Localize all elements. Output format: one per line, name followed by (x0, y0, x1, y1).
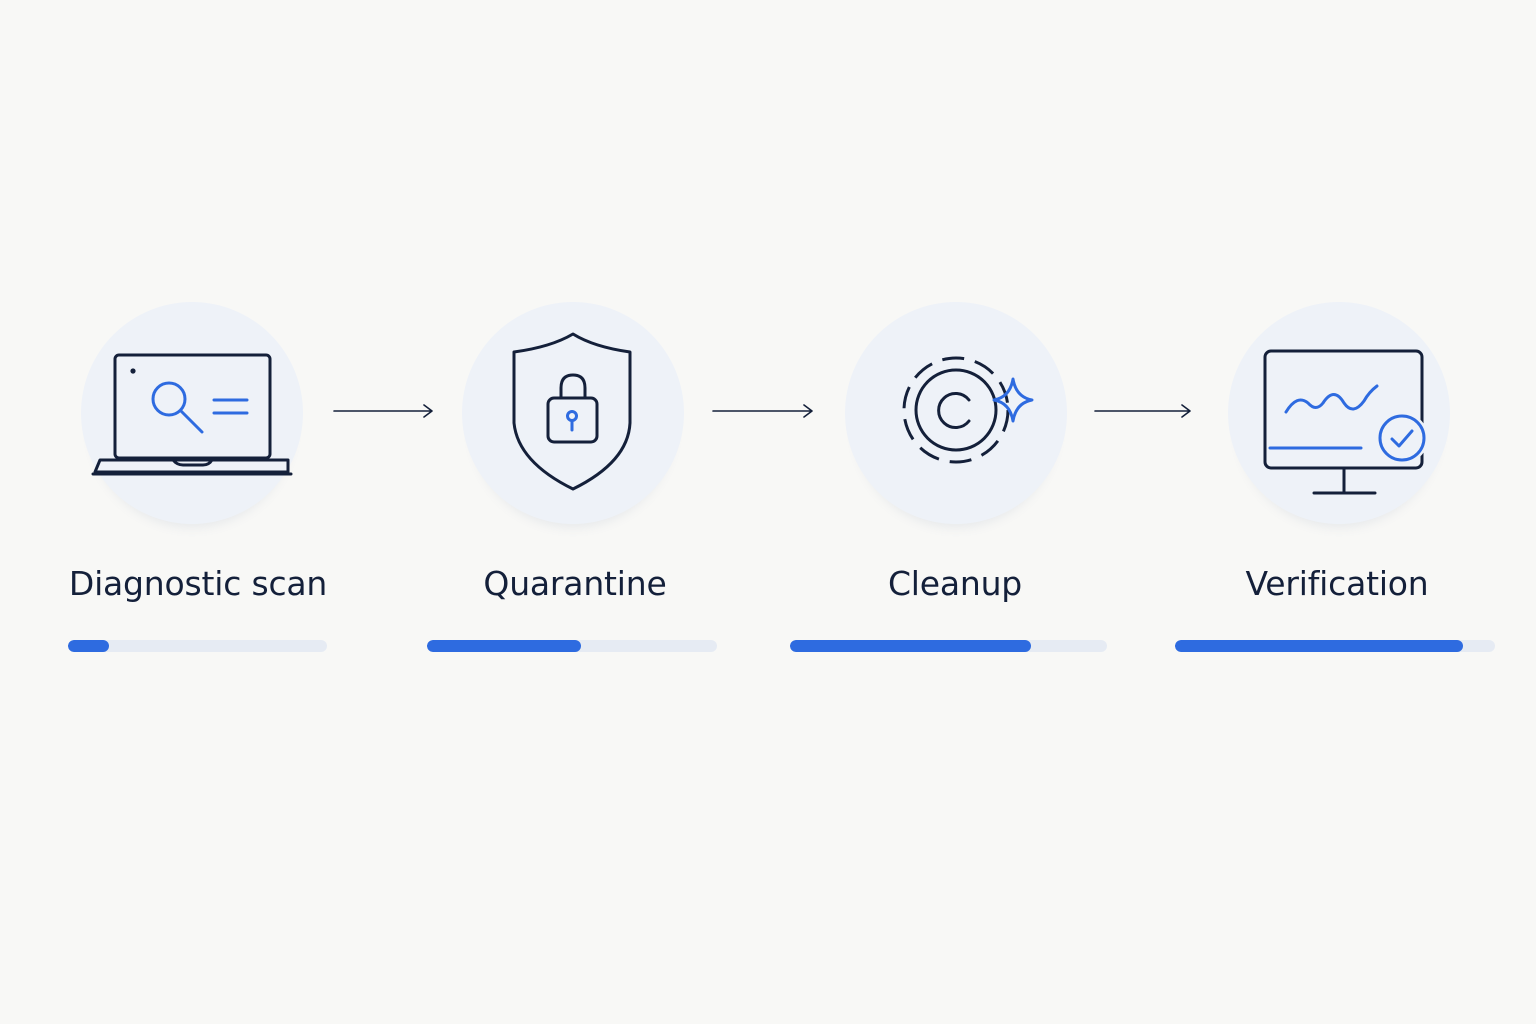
step-label-quarantine: Quarantine (483, 564, 667, 603)
step-label-diagnostic-scan: Diagnostic scan (68, 564, 328, 603)
step-label-verification: Verification (1245, 564, 1429, 603)
progress-fill-quarantine (427, 640, 581, 652)
progress-fill-cleanup (790, 640, 1031, 652)
shield-lock-icon (512, 332, 632, 491)
progress-bar-verification (1175, 640, 1495, 652)
step-label-cleanup: Cleanup (887, 564, 1023, 603)
progress-bar-cleanup (790, 640, 1107, 652)
progress-fill-diagnostic-scan (68, 640, 110, 652)
step-diagnostic-scan-circle (81, 302, 303, 524)
arrow-right-icon (333, 400, 434, 422)
gear-sparkle-icon (902, 356, 1034, 464)
progress-fill-verification (1175, 640, 1463, 652)
laptop-magnifier-icon (91, 353, 293, 476)
arrow-right-icon (1094, 400, 1192, 422)
arrow-right-icon (712, 400, 814, 422)
progress-bar-quarantine (427, 640, 717, 652)
monitor-check-icon (1263, 349, 1428, 495)
step-cleanup-circle (845, 302, 1067, 524)
step-verification-circle (1228, 302, 1450, 524)
progress-bar-diagnostic-scan (68, 640, 327, 652)
step-quarantine-circle (462, 302, 684, 524)
